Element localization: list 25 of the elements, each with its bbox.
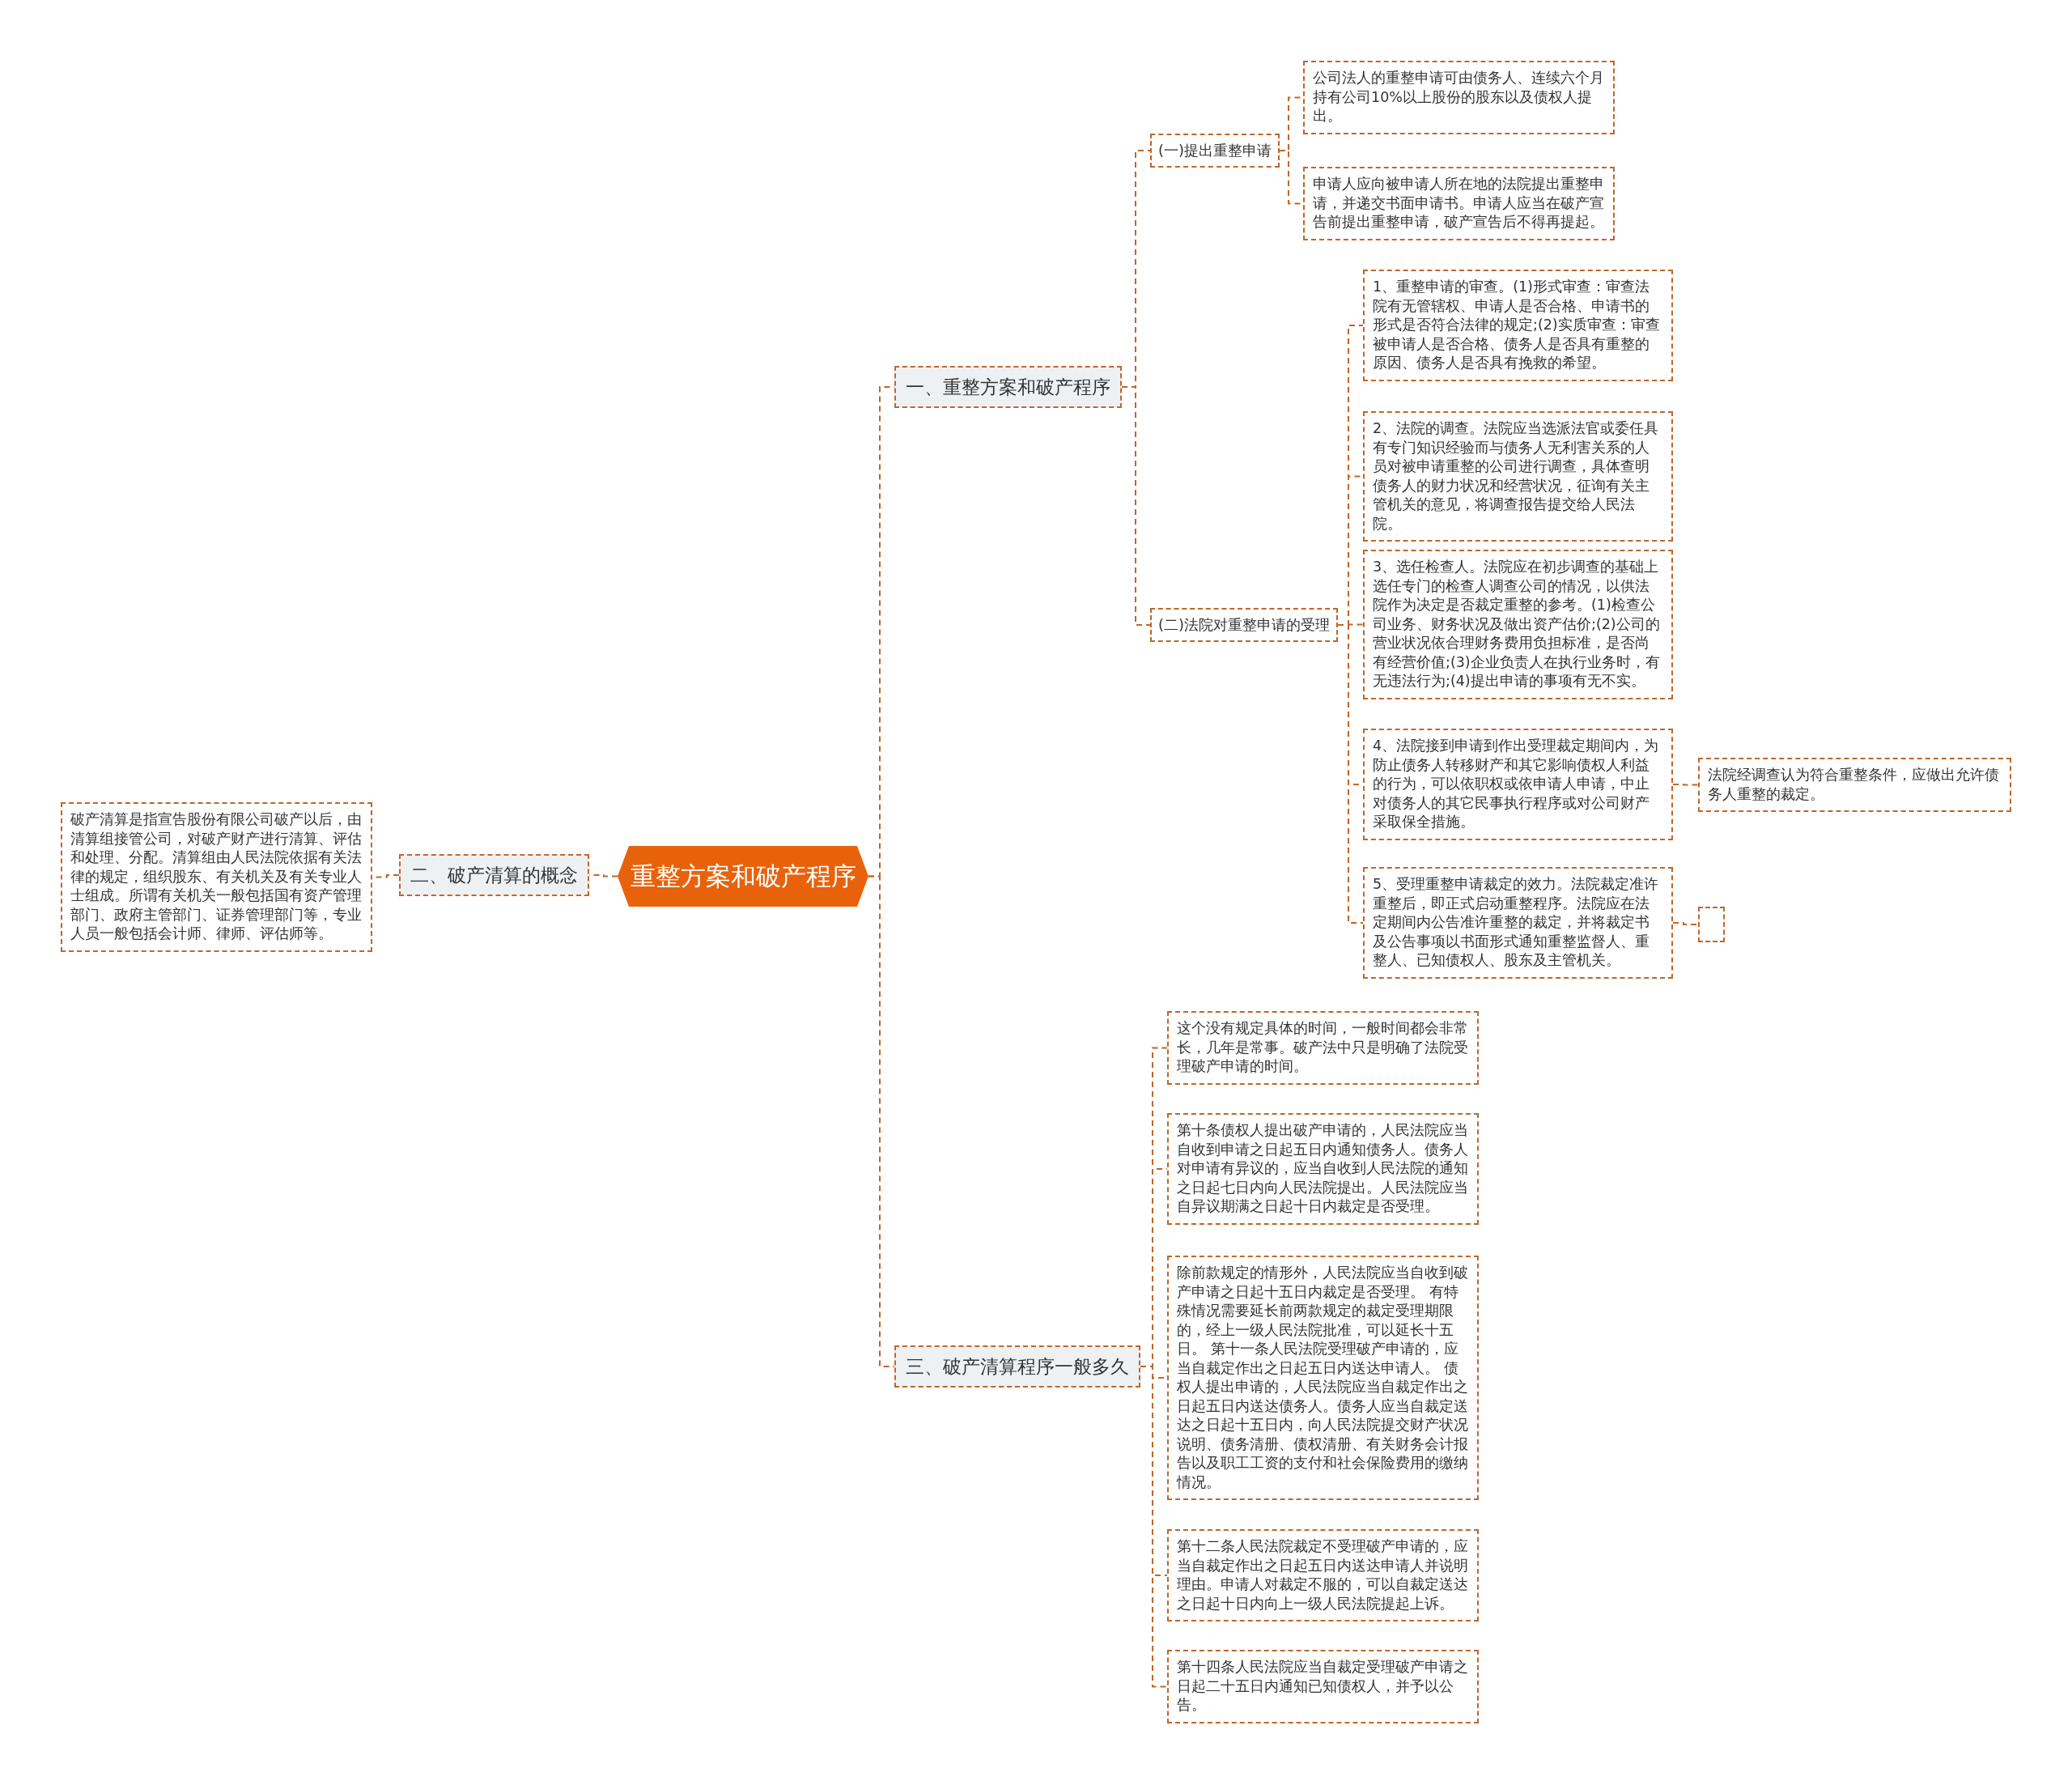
central-topic: 重整方案和破产程序 (618, 846, 868, 907)
note-box: 申请人应向被申请人所在地的法院提出重整申请，并递交书面申请书。申请人应当在破产宣告前提出重整申请，破产宣告后不得再提起。 (1303, 167, 1615, 240)
connector-line (1121, 386, 1151, 626)
subtopic-box: (二)法院对重整申请的受理 (1150, 608, 1339, 642)
note-box: 1、重整申请的审查。(1)形式审查：审查法院有无管辖权、申请人是否合格、申请书的形式是否符合法律的规定;(2)实质审查：审查被申请人是否合格、债务人是否具有重整的原因、债务人是否具有挽救的希望。 (1363, 270, 1673, 381)
note-box: 这个没有规定具体的时间，一般时间都会非常长，几年是常事。破产法中只是明确了法院受理破产申请的时间。 (1167, 1011, 1479, 1085)
note-box: 破产清算是指宣告股份有限公司破产以后，由清算组接管公司，对破产财产进行清算、评估和处理、分配。清算组由人民法院依据有关法律的规定，组织股东、有关机关及有关专业人士组成。所谓有关机关一般包括国有资产管理部门、政府主管部门、证券管理部门等，专业人员一般包括会计师、律师、评估师等。 (61, 802, 372, 952)
empty-box (1698, 907, 1725, 942)
note-box: 除前款规定的情形外，人民法院应当自收到破产申请之日起十五日内裁定是否受理。 有特殊情况需要延长前两款规定的裁定受理期限的，经上一级人民法院批准，可以延长十五日。 第十一条人民法院受理破产申请的，应当自裁定作出之日起五日内送达申请人。 债权人提出申请的，人民法院应当自裁定作出之日起五日内送达债务人。债务人应当自裁定送达之日起十五日内，向人民法院提交财产状况说明、债务清册、债权清册、有关财务会计报告以及职工工资的支付和社会保险费用的缴纳情况。 (1167, 1256, 1479, 1500)
note-box: 法院经调查认为符合重整条件，应做出允许债务人重整的裁定。 (1698, 758, 2011, 812)
note-box: 5、受理重整申请裁定的效力。法院裁定准许重整后，即正式启动重整程序。法院应在法定期间内公告准许重整的裁定，并将裁定书及公告事项以书面形式通知重整监督人、重整人、已知债权人、股东及主管机关。 (1363, 867, 1673, 979)
topic-box: 三、破产清算程序一般多久 (894, 1345, 1140, 1388)
note-box: 第十二条人民法院裁定不受理破产申请的，应当自裁定作出之日起五日内送达申请人并说明理由。申请人对裁定不服的，可以自裁定送达之日起十日内向上一级人民法院提起上诉。 (1167, 1529, 1479, 1621)
note-box: 2、法院的调查。法院应当选派法官或委任具有专门知识经验而与债务人无利害关系的人员对被申请重整的公司进行调查，具体查明债务人的财力状况和经营状况，征询有关主管机关的意见，将调查报告提交给人民法院。 (1363, 411, 1673, 542)
connector-line (1672, 784, 1699, 786)
note-box: 公司法人的重整申请可由债务人、连续六个月持有公司10%以上股份的股东以及债权人提出。 (1303, 61, 1615, 134)
connector-line (1672, 922, 1699, 925)
topic-box: 一、重整方案和破产程序 (894, 366, 1122, 408)
note-box: 第十四条人民法院应当自裁定受理破产申请之日起二十五日内通知已知债权人，并予以公告。 (1167, 1650, 1479, 1723)
subtopic-box: (一)提出重整申请 (1150, 134, 1280, 168)
topic-box: 二、破产清算的概念 (399, 854, 589, 896)
note-box: 第十条债权人提出破产申请的，人民法院应当自收到申请之日起五日内通知债务人。债务人对申请有异议的，应当自收到人民法院的通知之日起七日内向人民法院提出。人民法院应当自异议期满之日起十日内裁定是否受理。 (1167, 1113, 1479, 1225)
note-box: 3、选任检查人。法院应在初步调查的基础上选任专门的检查人调查公司的情况，以供法院作为决定是否裁定重整的参考。(1)检查公司业务、财务状况及做出资产估价;(2)公司的营业状况依合理财务费用负担标准，是否尚有经营价值;(3)企业负责人在执行业务时，有无违法行为;(4)提出申请的事项有无不实。 (1363, 550, 1673, 699)
note-box: 4、法院接到申请到作出受理裁定期间内，为防止债务人转移财产和其它影响债权人利益的行为，可以依职权或依申请人申请，中止对债务人的其它民事执行程序或对公司财产采取保全措施。 (1363, 729, 1673, 840)
connector-line (868, 875, 895, 1367)
